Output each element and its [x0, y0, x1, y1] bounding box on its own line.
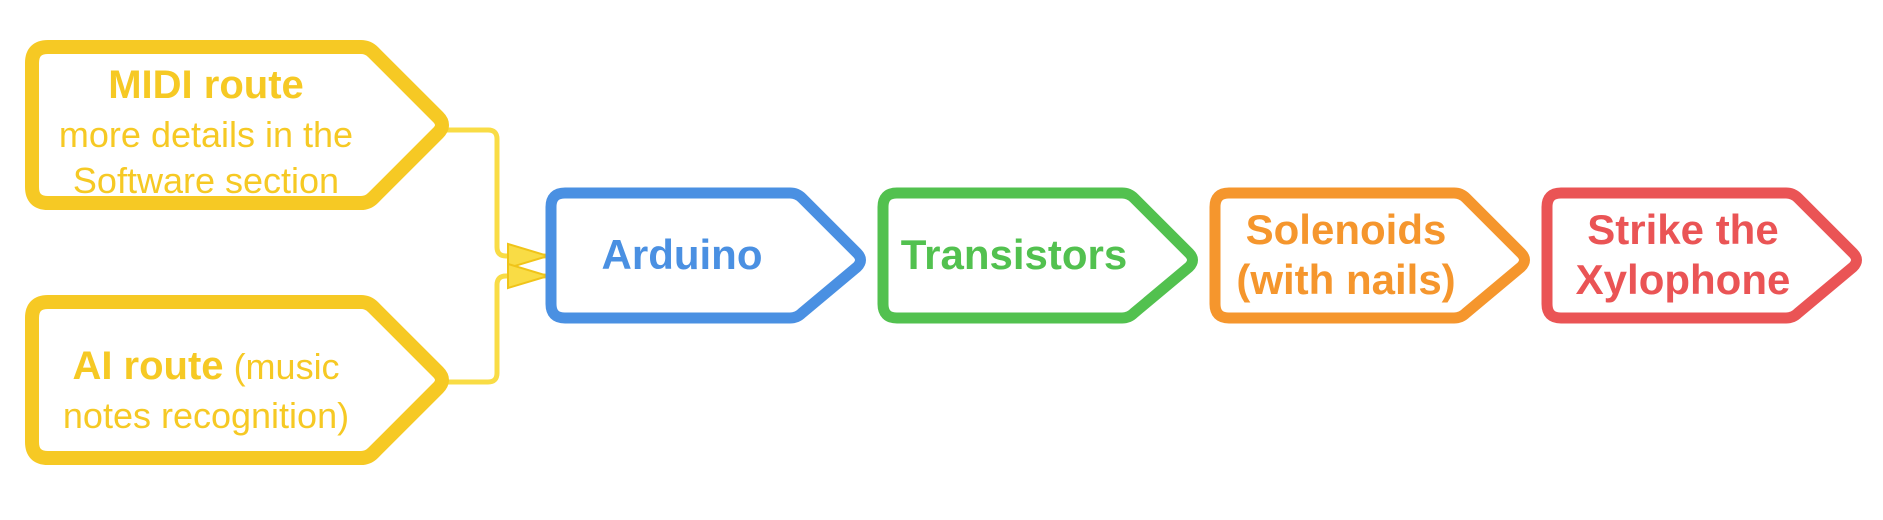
node-shape-strike — [1541, 187, 1862, 324]
strike-line1: Strike the — [1587, 205, 1779, 253]
arrowhead-upper — [507, 242, 552, 270]
connector-midi-to-arduino — [442, 127, 548, 259]
transistors-label: Transistors — [900, 230, 1128, 278]
ai-route-inline: (music — [223, 346, 340, 388]
node-shape-midi — [25, 40, 449, 210]
node-ai-route: AI route (music notes recognition) — [32, 310, 380, 470]
ai-route-title: AI route — [72, 344, 224, 389]
ai-route-line2: notes recognition) — [62, 394, 350, 436]
ai-route-line1: AI route (music — [72, 341, 339, 392]
node-shape-arduino — [545, 187, 866, 324]
solenoids-line1: Solenoids — [1245, 205, 1447, 253]
node-transistors: Transistors — [884, 200, 1144, 310]
midi-route-line2: Software section — [72, 159, 340, 201]
node-shape-ai — [25, 295, 449, 465]
arduino-label: Arduino — [601, 230, 763, 278]
node-shape-transistors — [877, 187, 1198, 324]
midi-route-line1: more details in the — [58, 113, 354, 155]
solenoids-line2: (with nails) — [1236, 256, 1456, 303]
node-arduino: Arduino — [552, 200, 812, 310]
node-shape-solenoids — [1209, 187, 1530, 324]
node-solenoids: Solenoids (with nails) — [1216, 200, 1476, 310]
midi-route-title: MIDI route — [108, 63, 304, 108]
strike-line2: Xylophone — [1575, 256, 1791, 303]
node-strike-xylophone: Strike the Xylophone — [1548, 200, 1818, 310]
node-midi-route: MIDI route more details in the Software … — [32, 52, 380, 212]
connector-ai-to-arduino — [442, 273, 548, 385]
arrowhead-lower — [507, 262, 552, 290]
